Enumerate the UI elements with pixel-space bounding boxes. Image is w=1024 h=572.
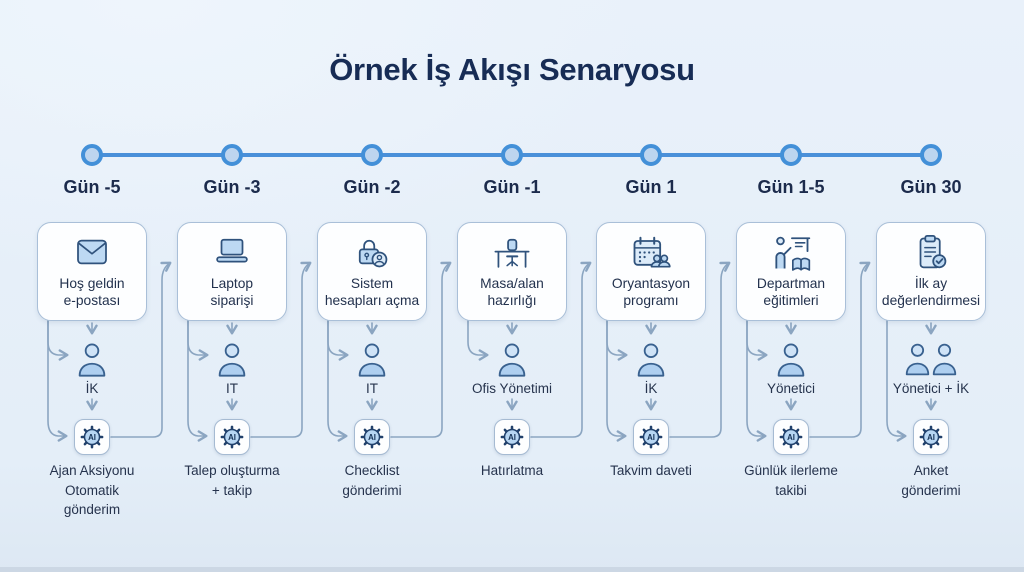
ai-action-label: Talep oluşturma + takip xyxy=(184,463,280,498)
actor-label: Ofis Yönetimi xyxy=(471,381,553,396)
ai-action-label: Anket gönderimi xyxy=(901,463,961,498)
svg-text:AI: AI xyxy=(927,433,935,442)
step-card-label: Hoş geldin e-postası xyxy=(59,276,125,309)
ai-agent-badge: AI xyxy=(214,419,250,455)
step-card: Sistem hesapları açma xyxy=(317,222,427,321)
step-card: İlk ay değerlendirmesi xyxy=(876,222,986,321)
people-icon xyxy=(903,342,960,378)
svg-text:AI: AI xyxy=(368,433,376,442)
workflow-step: Gün -5 Hoş geldin e-postası İK AI Ajan A… xyxy=(22,0,162,572)
timeline-dot xyxy=(920,144,942,166)
ai-agent-badge: AI xyxy=(633,419,669,455)
ai-action-label: Ajan Aksiyonu Otomatik gönderim xyxy=(49,463,135,518)
workflow-step: Gün -3 Laptop siparişi IT AI Talep oluşt… xyxy=(162,0,302,572)
ai-agent-badge: AI xyxy=(74,419,110,455)
svg-text:AI: AI xyxy=(88,433,96,442)
person-icon xyxy=(496,342,529,380)
ai-gear-icon: AI xyxy=(497,422,527,452)
step-card-label: Sistem hesapları açma xyxy=(324,276,420,309)
ai-gear-icon: AI xyxy=(357,422,387,452)
person-icon xyxy=(775,342,808,380)
day-label: Gün -1 xyxy=(483,177,541,197)
page-title: Örnek İş Akışı Senaryosu xyxy=(329,52,695,87)
workflow-step: Gün -2 Sistem hesapları açma IT AI Check… xyxy=(302,0,442,572)
step-card: Oryantasyon programı xyxy=(596,222,706,321)
clipboard-check-icon xyxy=(910,232,952,272)
step-card-label: İlk ay değerlendirmesi xyxy=(881,276,981,309)
timeline-dot xyxy=(640,144,662,166)
actor-label: Yönetici + İK xyxy=(892,381,970,396)
ai-agent-badge: AI xyxy=(354,419,390,455)
step-card-label: Oryantasyon programı xyxy=(611,276,691,309)
ai-action-label: Takvim daveti xyxy=(610,463,692,478)
training-board-icon xyxy=(769,232,813,272)
ai-gear-icon: AI xyxy=(636,422,666,452)
timeline-dot xyxy=(780,144,802,166)
svg-text:AI: AI xyxy=(228,433,236,442)
step-card: Departman eğitimleri xyxy=(736,222,846,321)
day-label: Gün 1 xyxy=(625,177,677,197)
laptop-icon xyxy=(211,232,253,272)
svg-text:AI: AI xyxy=(787,433,795,442)
step-card: Hoş geldin e-postası xyxy=(37,222,147,321)
ai-gear-icon: AI xyxy=(77,422,107,452)
step-card: Laptop siparişi xyxy=(177,222,287,321)
lock-user-icon xyxy=(351,232,393,272)
calendar-people-icon xyxy=(629,232,673,272)
timeline-dot xyxy=(221,144,243,166)
ai-action-label: Checklist gönderimi xyxy=(342,463,402,498)
ai-action-label: Günlük ilerleme takibi xyxy=(744,463,838,498)
actor-label: İK xyxy=(644,381,658,396)
workflow-step: Gün 30 İlk ay değerlendirmesi Yönetici +… xyxy=(861,0,1001,572)
person-icon xyxy=(356,342,389,380)
day-label: Gün -5 xyxy=(63,177,121,197)
day-label: Gün -3 xyxy=(203,177,261,197)
step-card: Masa/alan hazırlığı xyxy=(457,222,567,321)
ai-gear-icon: AI xyxy=(916,422,946,452)
workflow-step: Gün 1 Oryantasyon programı İK AI Takvim … xyxy=(581,0,721,572)
actor-label: Yönetici xyxy=(766,381,816,396)
bottom-edge xyxy=(0,567,1024,572)
svg-text:AI: AI xyxy=(508,433,516,442)
step-card-label: Masa/alan hazırlığı xyxy=(480,276,544,309)
desk-chair-icon xyxy=(491,232,533,272)
day-label: Gün 1-5 xyxy=(757,177,825,197)
actor-label: IT xyxy=(366,381,378,396)
person-icon xyxy=(76,342,109,380)
person-icon xyxy=(635,342,668,380)
workflow-step: Gün 1-5 Departman eğitimleri Yönetici AI… xyxy=(721,0,861,572)
workflow-step: Gün -1 Masa/alan hazırlığı Ofis Yönetimi… xyxy=(442,0,582,572)
step-card-label: Laptop siparişi xyxy=(210,276,254,309)
svg-text:AI: AI xyxy=(647,433,655,442)
timeline-dot xyxy=(81,144,103,166)
person-icon xyxy=(216,342,249,380)
envelope-icon xyxy=(71,232,113,272)
ai-agent-badge: AI xyxy=(913,419,949,455)
ai-gear-icon: AI xyxy=(217,422,247,452)
ai-agent-badge: AI xyxy=(773,419,809,455)
step-card-label: Departman eğitimleri xyxy=(756,276,826,309)
timeline-dot xyxy=(501,144,523,166)
ai-action-label: Hatırlatma xyxy=(480,463,544,478)
actor-label: IT xyxy=(226,381,238,396)
actor-label: İK xyxy=(85,381,99,396)
timeline-dot xyxy=(361,144,383,166)
ai-agent-badge: AI xyxy=(494,419,530,455)
day-label: Gün 30 xyxy=(900,177,962,197)
day-label: Gün -2 xyxy=(343,177,401,197)
ai-gear-icon: AI xyxy=(776,422,806,452)
